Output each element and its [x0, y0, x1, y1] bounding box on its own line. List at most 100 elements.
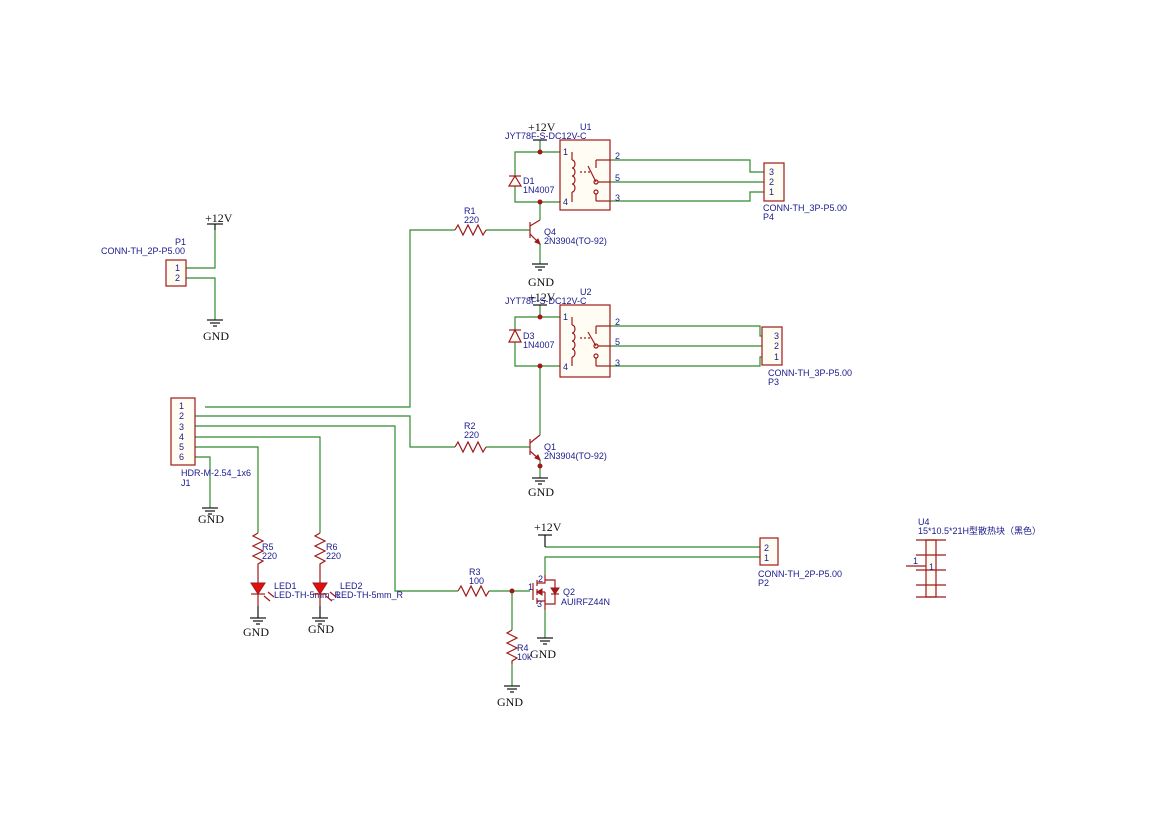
- svg-text:2: 2: [175, 273, 180, 283]
- svg-text:3: 3: [774, 331, 779, 341]
- svg-text:3: 3: [615, 193, 620, 203]
- net-gnd-q2: GND: [530, 647, 556, 661]
- connector-p3[interactable]: 3 2 1 CONN-TH_3P-P5.00 P3: [761, 326, 852, 387]
- r4-ref: R4: [517, 643, 529, 653]
- svg-text:1: 1: [913, 556, 918, 566]
- u1-value: JYT78F-S-DC12V-C: [505, 131, 587, 141]
- relay-u1[interactable]: 1 4 2 5 3 U1 JYT78F-S-DC12V-C: [505, 122, 620, 211]
- svg-text:5: 5: [615, 337, 620, 347]
- svg-text:1: 1: [774, 352, 779, 362]
- r1-value: 220: [464, 215, 479, 225]
- resistor-r3[interactable]: R3 100: [457, 567, 515, 598]
- net-gnd-r4: GND: [497, 695, 523, 709]
- j1-value: HDR-M-2.54_1x6: [181, 468, 251, 478]
- svg-text:2: 2: [764, 543, 769, 553]
- q4-ref: Q4: [544, 227, 556, 237]
- svg-text:3: 3: [769, 167, 774, 177]
- svg-text:3: 3: [615, 358, 620, 368]
- d1-value: 1N4007: [523, 185, 555, 195]
- d1-ref: D1: [523, 176, 535, 186]
- r5-value: 220: [262, 551, 277, 561]
- diode-d3[interactable]: D3 1N4007: [508, 328, 555, 350]
- resistor-r4[interactable]: R4 10k: [505, 629, 532, 664]
- led2-value: LED-TH-5mm_R: [336, 590, 404, 600]
- transistor-q1[interactable]: Q1 2N3904(TO-92): [529, 434, 607, 469]
- svg-text:1: 1: [179, 401, 184, 411]
- r2-ref: R2: [464, 421, 476, 431]
- svg-text:1: 1: [764, 553, 769, 563]
- led1-value: LED-TH-5mm_R: [274, 590, 342, 600]
- net-12v-u1: +12V: [528, 120, 556, 134]
- svg-text:1: 1: [528, 582, 533, 592]
- p4-value: CONN-TH_3P-P5.00: [763, 203, 847, 213]
- header-j1[interactable]: 1 2 3 4 5 6 HDR-M-2.54_1x6 J1: [170, 397, 251, 488]
- resistor-r2[interactable]: R2 220: [454, 421, 487, 454]
- svg-text:4: 4: [179, 432, 184, 442]
- net-gnd-led1: GND: [243, 625, 269, 639]
- diode-d1[interactable]: D1 1N4007: [507, 174, 555, 195]
- net-gnd-q1: GND: [528, 485, 554, 499]
- p4-ref: P4: [763, 212, 774, 222]
- net-gnd-p1: GND: [203, 329, 229, 343]
- net-12v-p1: +12V: [205, 211, 233, 225]
- svg-text:2: 2: [615, 317, 620, 327]
- svg-text:5: 5: [615, 173, 620, 183]
- u2-ref: U2: [580, 287, 592, 297]
- mosfet-q2[interactable]: 1 2 3 Q2 AUIRFZ44N: [528, 574, 610, 610]
- svg-text:1: 1: [175, 263, 180, 273]
- svg-text:2: 2: [179, 411, 184, 421]
- u2-value: JYT78F-S-DC12V-C: [505, 296, 587, 306]
- net-gnd-j1: GND: [198, 512, 224, 526]
- p1-value: CONN-TH_2P-P5.00: [101, 246, 185, 256]
- led2-ref: LED2: [340, 581, 363, 591]
- d3-ref: D3: [523, 331, 535, 341]
- q1-ref: Q1: [544, 442, 556, 452]
- svg-text:1: 1: [769, 187, 774, 197]
- q4-value: 2N3904(TO-92): [544, 236, 607, 246]
- u1-ref: U1: [580, 122, 592, 132]
- connector-p1[interactable]: 1 2 P1 CONN-TH_2P-P5.00: [101, 237, 187, 287]
- svg-text:2: 2: [774, 341, 779, 351]
- j1-ref: J1: [181, 478, 191, 488]
- led-led2[interactable]: LED2 LED-TH-5mm_R: [312, 581, 404, 606]
- r6-ref: R6: [326, 542, 338, 552]
- connector-p2[interactable]: 2 1 CONN-TH_2P-P5.00 P2: [758, 537, 842, 588]
- led1-ref: LED1: [274, 581, 297, 591]
- net-gnd-led2: GND: [308, 622, 334, 636]
- svg-text:6: 6: [179, 452, 184, 462]
- svg-text:5: 5: [179, 442, 184, 452]
- transistor-q4[interactable]: Q4 2N3904(TO-92): [529, 219, 607, 246]
- r5-ref: R5: [262, 542, 274, 552]
- p1-ref: P1: [175, 237, 186, 247]
- r6-value: 220: [326, 551, 341, 561]
- resistor-r5[interactable]: R5 220: [251, 532, 277, 583]
- led-led1[interactable]: LED1 LED-TH-5mm_R: [250, 581, 342, 606]
- svg-text:2: 2: [769, 177, 774, 187]
- heatsink-u4[interactable]: 1 1 U4 15*10.5*21H型散热块（黑色）: [906, 517, 1041, 598]
- resistor-r6[interactable]: R6 220: [313, 532, 341, 583]
- net-12v-u2: +12V: [528, 290, 556, 304]
- r2-value: 220: [464, 430, 479, 440]
- r3-value: 100: [469, 576, 484, 586]
- svg-text:4: 4: [563, 197, 568, 207]
- u4-ref: U4: [918, 517, 930, 527]
- svg-text:3: 3: [537, 599, 542, 609]
- u4-value: 15*10.5*21H型散热块（黑色）: [918, 525, 1041, 536]
- svg-text:2: 2: [615, 151, 620, 161]
- p2-value: CONN-TH_2P-P5.00: [758, 569, 842, 579]
- r1-ref: R1: [464, 206, 476, 216]
- p3-value: CONN-TH_3P-P5.00: [768, 368, 852, 378]
- resistor-r1[interactable]: R1 220: [454, 206, 487, 237]
- svg-text:1: 1: [563, 147, 568, 157]
- connector-p4[interactable]: 3 2 1 CONN-TH_3P-P5.00 P4: [763, 162, 847, 222]
- net-gnd-q4: GND: [528, 275, 554, 289]
- relay-u2[interactable]: 1 4 2 5 3 U2 JYT78F-S-DC12V-C: [505, 287, 620, 378]
- r4-value: 10k: [517, 652, 532, 662]
- r3-ref: R3: [469, 567, 481, 577]
- net-12v-q2: +12V: [534, 520, 562, 534]
- gnd-symbol-p1: [207, 319, 223, 327]
- svg-text:4: 4: [563, 362, 568, 372]
- p3-ref: P3: [768, 377, 779, 387]
- q2-value: AUIRFZ44N: [561, 597, 610, 607]
